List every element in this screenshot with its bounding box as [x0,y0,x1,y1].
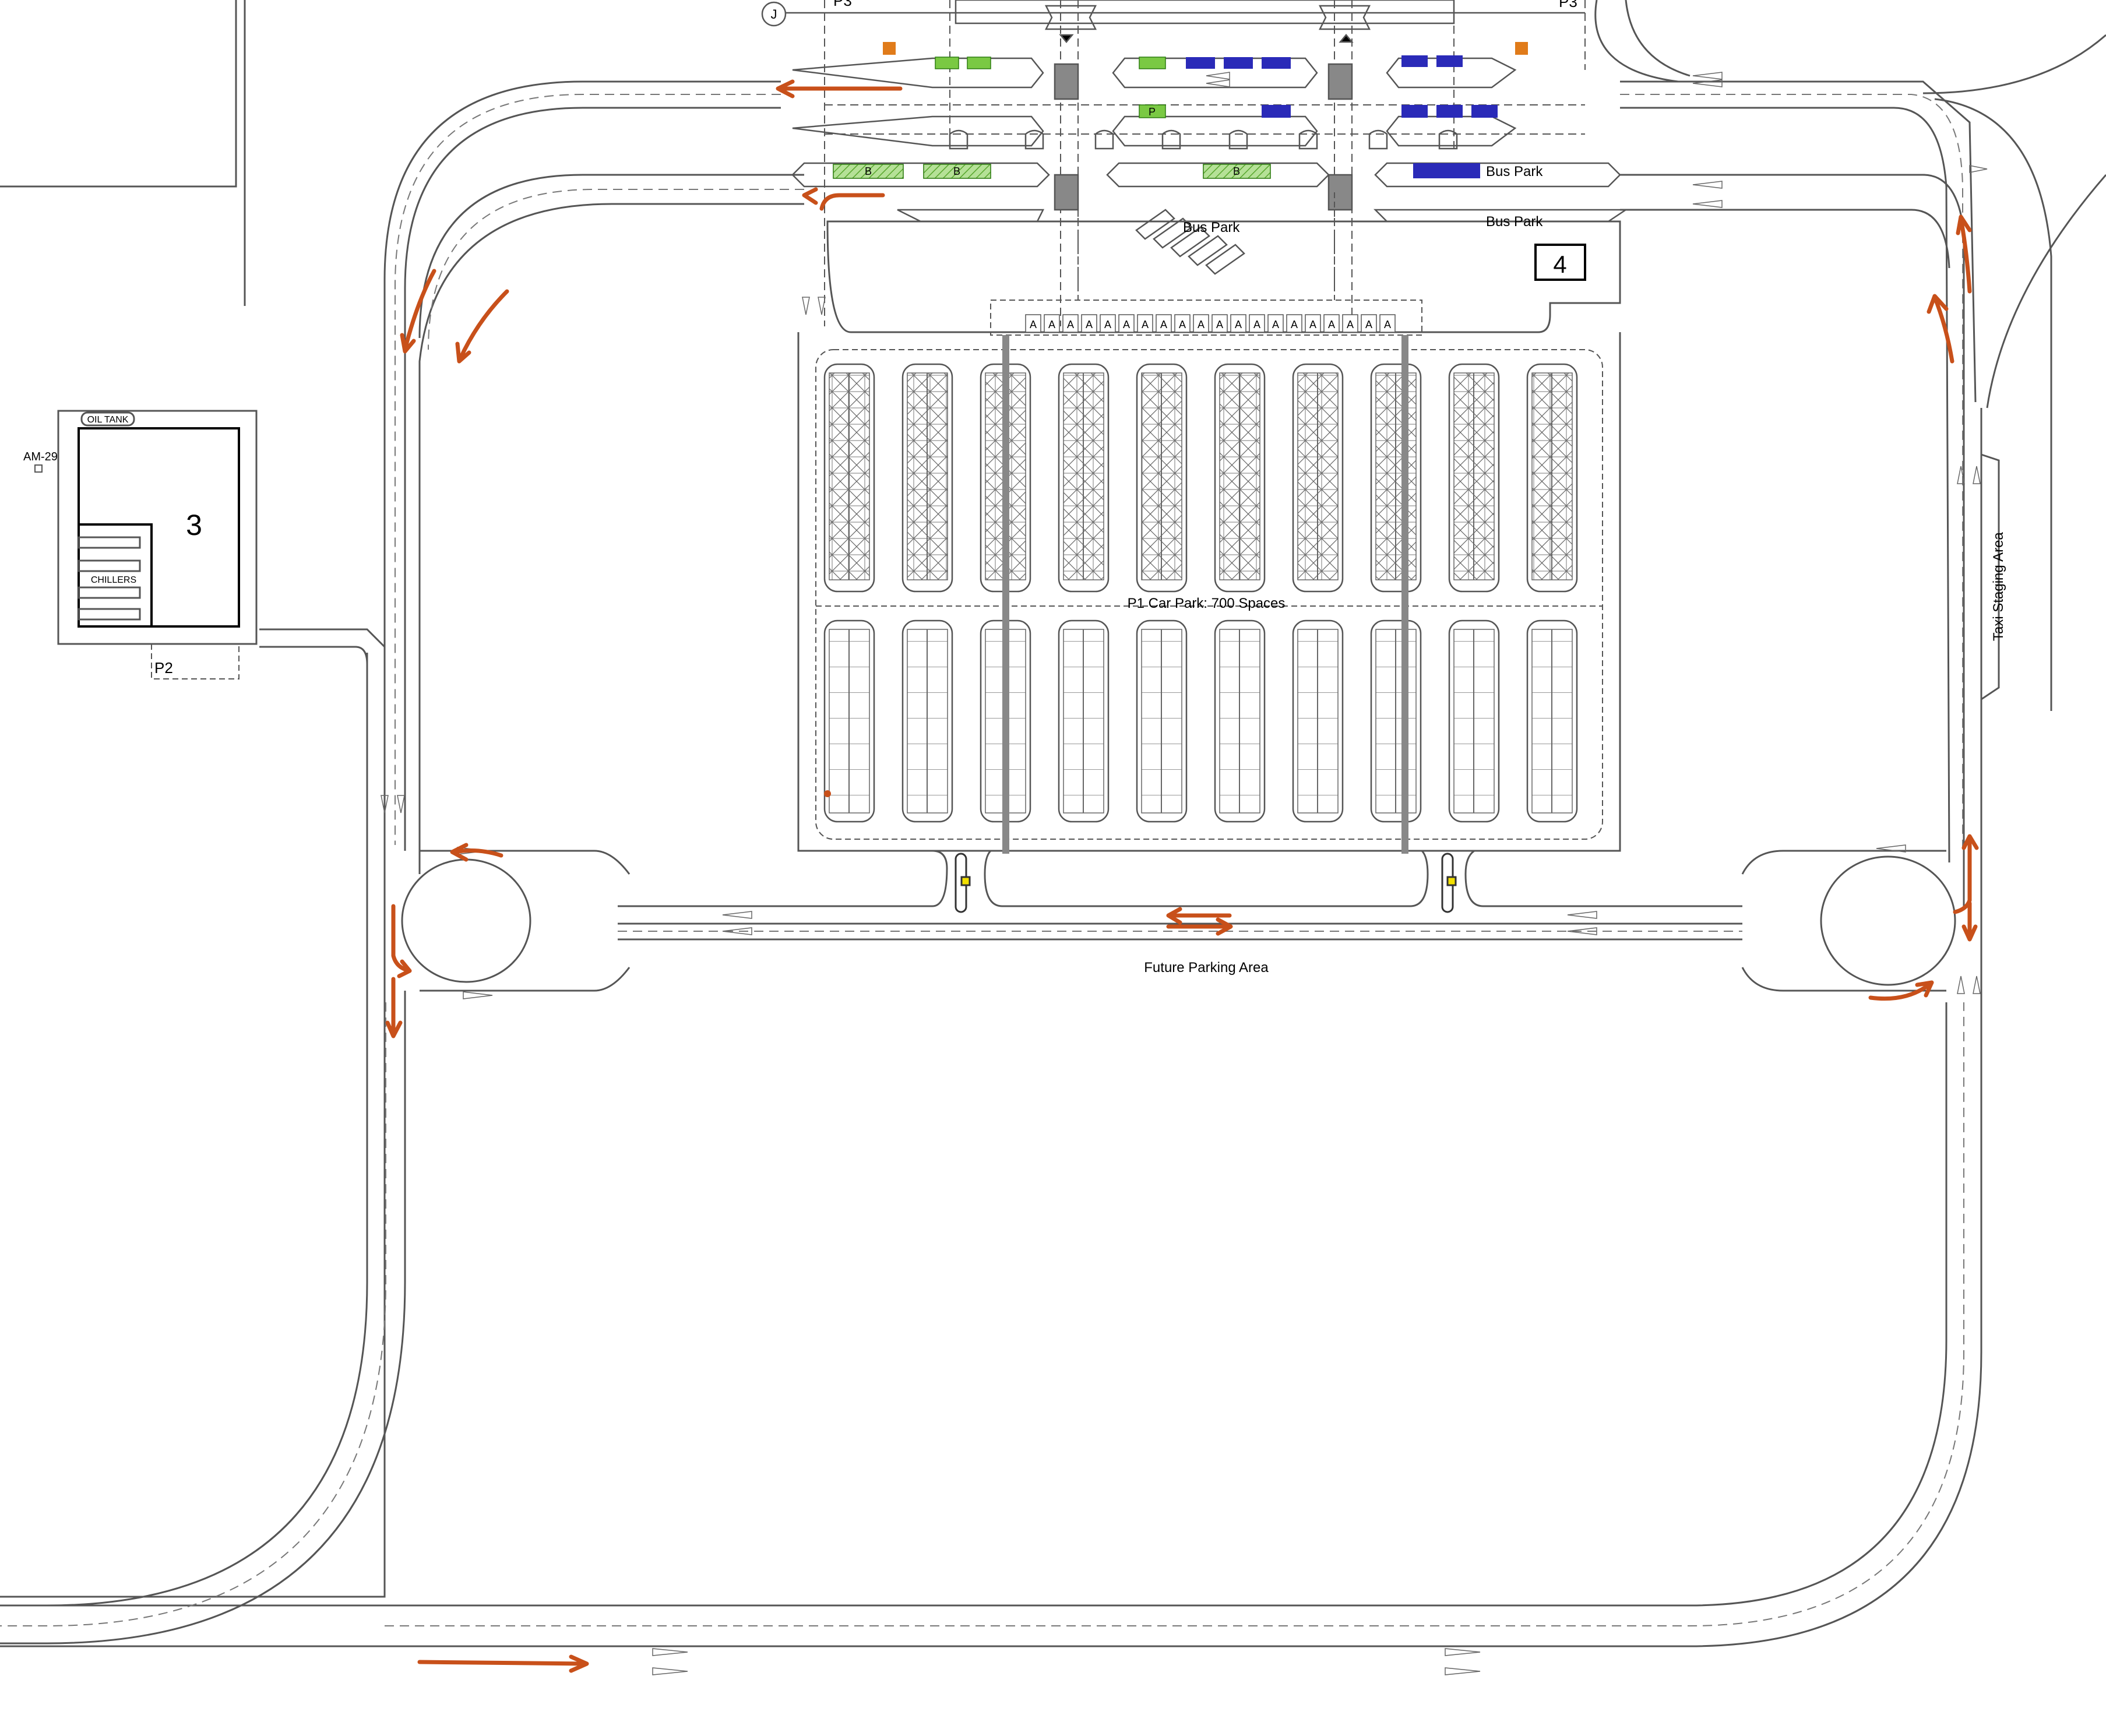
bus-park-label-3: Bus Park [1183,220,1240,235]
oil-tank-label: OIL TANK [87,415,129,425]
p1-car-park [618,192,1742,907]
bay-letters: B B B P [865,106,1240,177]
grid-label-p3-right: P3 [1559,0,1577,10]
bus-park-angled-bays [1135,209,1245,275]
accessible-bay [1025,314,1041,333]
building-4-number: 4 [1553,251,1566,278]
lane-arrows [381,72,1988,1675]
accessible-bay-letter: A [1253,319,1260,330]
accessible-bay [1361,314,1377,333]
grid-marker-j: J [761,1,787,27]
accessible-bay [1100,314,1116,333]
accessible-bay [1342,314,1358,333]
accessible-bay [1267,314,1284,333]
svg-text:J: J [771,7,777,22]
accessible-bay-letter: A [1384,319,1391,330]
future-parking-label: Future Parking Area [1144,960,1269,976]
chillers-label: CHILLERS [91,575,136,585]
accessible-bay-letter: A [1328,319,1335,330]
accessible-bay-letter: A [1086,319,1093,330]
accessible-bay [1230,314,1246,333]
orange-dot [824,790,831,797]
gate-barriers [955,853,1457,913]
accessible-bay-letter: A [1048,319,1055,330]
accessible-bay [1044,314,1060,333]
svg-text:P: P [1149,106,1156,118]
orange-marker-left [883,42,896,55]
accessible-bay-letter: A [1030,319,1037,330]
accessible-bay-letter: A [1104,319,1111,330]
road-network [0,0,2106,1647]
accessible-bay-letter: A [1142,319,1149,330]
accessible-bay [1305,314,1321,333]
am29-marker [34,464,43,473]
accessible-bay [1118,314,1135,333]
building-4-box [1534,244,1586,281]
building-3 [57,410,258,679]
terminal-forecourt [769,0,1629,326]
lane-centerlines [0,94,1964,1626]
accessible-bay [1249,314,1265,333]
grid-label-p3-left: P3 [833,0,852,9]
accessible-bay-letter: A [1067,319,1074,330]
accessible-bay [1212,314,1228,333]
accessible-bay-letter: A [1160,319,1167,330]
traffic-flow-arrows [385,79,1979,1673]
am29-label: AM-29 [23,450,58,463]
accessible-bay-letter: A [1123,319,1130,330]
accessible-bay [1379,314,1396,333]
accessible-bay [1062,314,1079,333]
green-bays [833,57,1271,179]
accessible-bay [1137,314,1153,333]
building-3-number: 3 [186,509,202,541]
accessible-bay-letter: A [1365,319,1372,330]
accessible-bay-letter: A [1291,319,1298,330]
accessible-bay-letter: A [1309,319,1316,330]
blue-bays [1186,55,1498,178]
accessible-bay [1286,314,1302,333]
bus-park-label-2: Bus Park [1486,214,1543,230]
accessible-bay [1174,314,1191,333]
accessible-bay [1193,314,1209,333]
top-left-building [0,0,246,306]
accessible-bay-letter: A [1179,319,1186,330]
accessible-bay-letter: A [1216,319,1223,330]
svg-text:B: B [865,165,872,177]
accessible-bay-letter: A [1235,319,1242,330]
svg-text:B: B [1233,165,1240,177]
accessible-bay [1156,314,1172,333]
pedestrian-walkways [1002,335,1408,854]
orange-marker-right [1515,42,1528,55]
accessible-bay-letter: A [1198,319,1205,330]
bus-park-label-1: Bus Park [1486,164,1543,179]
parking-rows [823,363,1578,823]
accessible-bay-letter: A [1272,319,1279,330]
taxi-staging-label: Taxi Staging Area [1991,532,2006,641]
accessible-bay-letter: A [1347,319,1354,330]
accessible-bay [1081,314,1097,333]
accessible-bay [1323,314,1340,333]
svg-text:B: B [953,165,960,177]
p2-label: P2 [154,659,173,677]
p1-car-park-label: P1 Car Park: 700 Spaces [1128,596,1286,611]
